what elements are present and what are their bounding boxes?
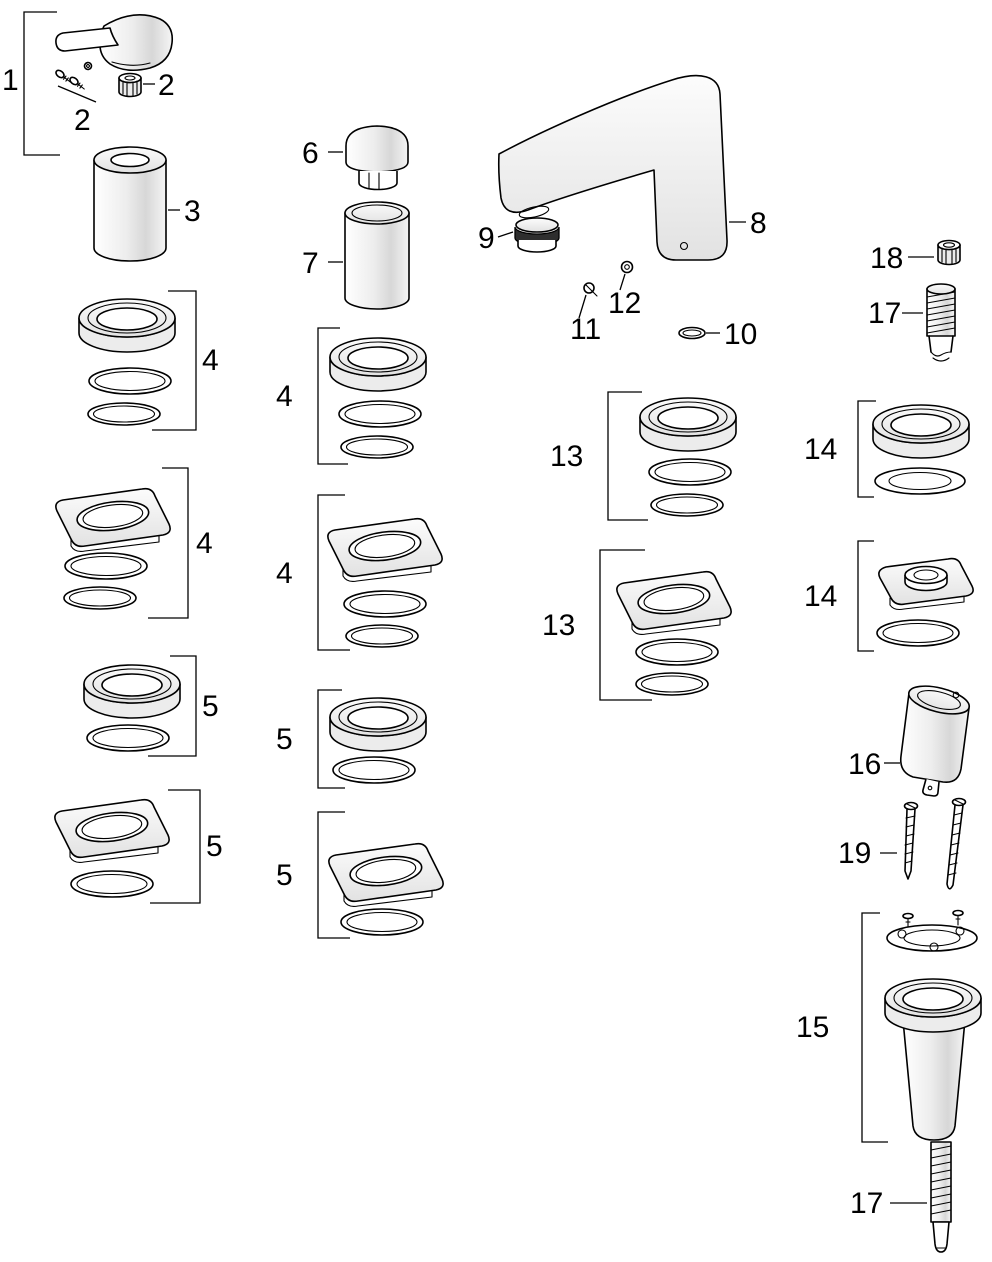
callout-label-11: 11 [570, 313, 601, 346]
part-15-mounting-assembly: 15 [796, 909, 982, 1143]
callout-label-18: 18 [870, 242, 903, 275]
callout-label-8: 8 [750, 207, 767, 240]
part-5-square-escutcheon-left: 5 [54, 789, 223, 904]
part-10-o-ring: 10 [678, 318, 757, 351]
callout-label-4b: 4 [196, 527, 213, 560]
part-5-round-escutcheon-mid: 5 [276, 689, 427, 789]
callout-label-1: 1 [2, 64, 19, 97]
callout-label-17b: 17 [850, 1187, 883, 1220]
callout-label-12: 12 [608, 287, 641, 320]
part-5-square-escutcheon-mid: 5 [276, 811, 444, 939]
part-14-square-escutcheon: 14 [804, 540, 974, 652]
callout-label-2b: 2 [158, 69, 175, 102]
callout-label-7: 7 [302, 247, 319, 280]
callout-label-5a: 5 [202, 690, 219, 723]
part-4-square-escutcheon-left: 4 [55, 467, 213, 619]
part-6-control-knob: 6 [302, 125, 409, 191]
callout-label-5b: 5 [206, 830, 223, 863]
part-4-square-escutcheon-mid: 4 [276, 494, 443, 651]
part-18-mounting-nut: 18 [870, 239, 961, 275]
callout-label-4a: 4 [202, 344, 219, 377]
callout-label-5c: 5 [276, 723, 293, 756]
part-4-round-escutcheon-mid: 4 [276, 327, 427, 465]
part-8-spout-body: 8 [497, 74, 767, 261]
part-13-round-escutcheon: 13 [550, 391, 737, 521]
callout-label-5d: 5 [276, 859, 293, 892]
part-7-cover-sleeve: 7 [302, 201, 410, 310]
callout-label-4c: 4 [276, 380, 293, 413]
callout-label-3: 3 [184, 195, 201, 228]
part-14-round-escutcheon: 14 [804, 400, 970, 498]
callout-label-14a: 14 [804, 433, 837, 466]
part-5-round-escutcheon-left: 5 [83, 655, 219, 757]
part-19-mounting-screws: 19 [838, 797, 967, 890]
part-11-set-screw: 11 [570, 282, 601, 346]
callout-label-6: 6 [302, 137, 319, 170]
part-3-handle-sleeve: 3 [93, 146, 201, 262]
part-9-aerator: 9 [478, 217, 560, 255]
callout-label-10: 10 [724, 318, 757, 351]
part-12-set-screw: 12 [608, 260, 641, 320]
callout-label-19: 19 [838, 837, 871, 870]
part-17-threaded-rod-lower: 17 [850, 1141, 952, 1253]
callout-label-13b: 13 [542, 609, 575, 642]
part-4-round-escutcheon-left: 4 [78, 290, 219, 431]
part-2-screw-set: 2 [55, 61, 97, 137]
callout-label-17a: 17 [868, 297, 901, 330]
callout-label-4d: 4 [276, 557, 293, 590]
callout-label-16: 16 [848, 748, 881, 781]
part-1-lever-handle-assembly: 1 [2, 11, 174, 156]
part-17-threaded-connector-upper: 17 [868, 283, 956, 362]
callout-label-13a: 13 [550, 440, 583, 473]
part-2-nut: 2 [118, 69, 175, 102]
part-16-angled-connector: 16 [848, 685, 971, 797]
part-13-square-escutcheon: 13 [542, 549, 732, 701]
callout-label-15: 15 [796, 1011, 829, 1044]
callout-label-2a: 2 [74, 104, 91, 137]
callout-label-9: 9 [478, 222, 495, 255]
callout-label-14b: 14 [804, 580, 837, 613]
